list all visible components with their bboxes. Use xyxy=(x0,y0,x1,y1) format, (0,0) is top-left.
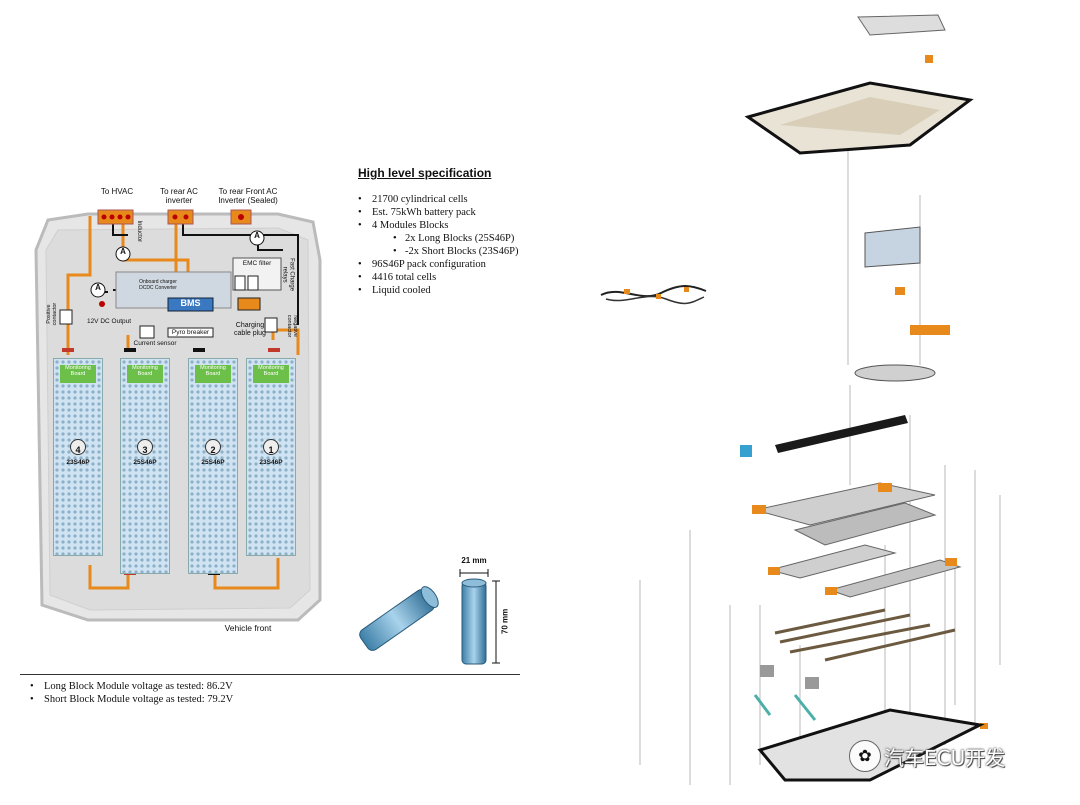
spec-block: High level specification 21700 cylindric… xyxy=(358,166,578,297)
spec-item: Est. 75kWh battery pack xyxy=(358,206,578,219)
spec-sub-item: -2x Short Blocks (23S46P) xyxy=(358,245,578,258)
spec-item: 96S46P pack configuration xyxy=(358,258,578,271)
monitoring-board: Monitoring Board xyxy=(60,365,96,383)
monitoring-board: Monitoring Board xyxy=(253,365,289,383)
note-item: Long Block Module voltage as tested: 86.… xyxy=(30,680,430,693)
cell-illustration: 21 mm 70 mm xyxy=(352,555,522,670)
cell-drawing xyxy=(359,569,500,665)
module-config: 25S46P xyxy=(133,459,157,466)
label-pyro-breaker: Pyro breaker xyxy=(171,329,210,336)
module-config: 23S46P xyxy=(66,459,90,466)
spec-sub-item: 2x Long Blocks (25S46P) xyxy=(358,232,578,245)
label-fast-charge: Fast Charge relays xyxy=(282,258,295,292)
label-to-front-ac: To rear Front AC Inverter (Sealed) xyxy=(218,187,278,205)
label-negative-contactor: Negative contactor xyxy=(286,314,299,338)
label-ammeter: A xyxy=(120,247,126,256)
module-number: 4 xyxy=(75,445,81,455)
harness-drawing xyxy=(600,285,707,305)
rear-ac-connector xyxy=(167,209,194,225)
exploded-drawing xyxy=(639,14,1001,785)
module-config: 25S46P xyxy=(201,459,225,466)
note-item: Short Block Module voltage as tested: 79… xyxy=(30,693,430,706)
label-to-rear-ac: To rear AC inverter xyxy=(160,187,198,205)
spec-item: 21700 cylindrical cells xyxy=(358,193,578,206)
label-obc: Onboard charger DCDC Converter xyxy=(139,279,177,291)
notes-divider xyxy=(20,674,520,675)
module-number: 2 xyxy=(210,445,216,455)
label-charging-plug: Charging cable plug xyxy=(234,322,266,337)
label-ammeter: A xyxy=(254,231,260,240)
label-emc-filter: EMC filter xyxy=(242,260,272,267)
monitoring-board: Monitoring Board xyxy=(127,365,163,383)
module-config: 23S46P xyxy=(259,459,283,466)
exploded-view xyxy=(620,5,1060,800)
label-current-sensor: Current sensor xyxy=(133,340,177,347)
notes-block: Long Block Module voltage as tested: 86.… xyxy=(30,680,430,706)
module-number: 3 xyxy=(142,445,148,455)
label-ammeter: A xyxy=(95,283,101,292)
watermark-text: 汽车ECU开发 xyxy=(884,746,1006,770)
cell-width-label: 21 mm xyxy=(461,556,487,565)
hvac-connector xyxy=(97,209,134,225)
module-1: Monitoring Board 1 23S46P xyxy=(246,358,296,556)
wechat-logo-icon: ✿ xyxy=(849,740,881,772)
label-inductor: Inductor xyxy=(136,220,143,243)
module-number: 1 xyxy=(268,445,274,455)
label-dc-output: 12V DC Output xyxy=(86,318,132,325)
spec-item: Liquid cooled xyxy=(358,284,578,297)
label-vehicle-front: Vehicle front xyxy=(224,623,272,633)
wiring-harness xyxy=(596,275,711,315)
module-3: Monitoring Board 3 25S46P xyxy=(120,358,170,574)
spec-item: 4 Modules Blocks xyxy=(358,219,578,232)
label-to-hvac: To HVAC xyxy=(100,187,134,196)
spec-title: High level specification xyxy=(358,166,492,180)
pack-schematic xyxy=(34,209,322,622)
monitoring-board: Monitoring Board xyxy=(195,365,231,383)
spec-item: 4416 total cells xyxy=(358,271,578,284)
cell-height-label: 70 mm xyxy=(500,608,510,635)
module-4: Monitoring Board 4 23S46P xyxy=(53,358,103,556)
label-positive-contactor: Positive contactor xyxy=(45,302,58,326)
label-bms: BMS xyxy=(180,298,201,308)
battery-pack-diagram: Monitoring Board 4 23S46P Monitoring Boa… xyxy=(28,180,328,640)
module-2: Monitoring Board 2 25S46P xyxy=(188,358,238,574)
